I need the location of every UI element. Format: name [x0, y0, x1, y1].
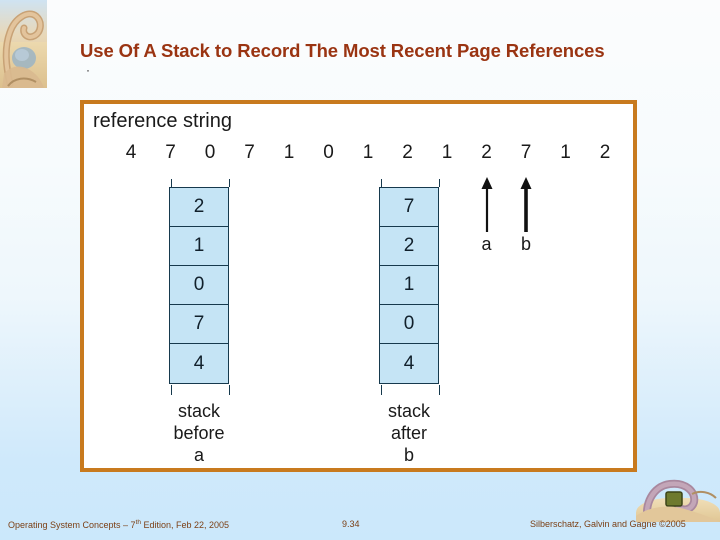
caption-line: stack — [387, 401, 430, 421]
stack-cell: 2 — [170, 188, 228, 227]
pointer-label-a: a — [481, 234, 492, 254]
page-title: Use Of A Stack to Record The Most Recent… — [80, 40, 605, 61]
reference-string-digit: 1 — [362, 142, 374, 163]
reference-string-digit: 0 — [204, 142, 216, 163]
stack-cell: 0 — [170, 266, 228, 305]
reference-string-digit: 0 — [323, 142, 334, 163]
stack-guide-line-top — [439, 179, 440, 187]
stack-guide-line-bottom — [171, 385, 172, 395]
caption-line: before — [173, 423, 225, 443]
stack-guide-line-top — [171, 179, 172, 187]
arrow-up-icon — [481, 177, 492, 232]
title-bullet-marker: · — [86, 63, 90, 77]
pointer-label-b: b — [520, 234, 531, 254]
stack-cell: 4 — [380, 344, 438, 383]
reference-string-digit: 7 — [244, 142, 255, 163]
stack-cell: 2 — [380, 227, 438, 266]
dinosaur-illustration-icon-2 — [636, 479, 720, 522]
stack-guide-line-bottom — [229, 385, 230, 395]
footer-edition-ordinal: th — [135, 519, 141, 526]
reference-string-digit: 7 — [520, 142, 532, 163]
reference-string-digit: 7 — [165, 142, 176, 163]
stack-cell: 4 — [170, 344, 228, 383]
stack-guide-line-bottom — [381, 385, 382, 395]
stack-cell: 1 — [380, 266, 438, 305]
reference-string-digit: 2 — [481, 142, 492, 163]
dinosaur-illustration-icon — [2, 10, 44, 88]
footer-page-number: 9.34 — [342, 519, 360, 529]
arrow-up-icon — [520, 177, 532, 232]
caption-line: stack — [177, 401, 220, 421]
reference-string-digit: 1 — [441, 142, 453, 163]
pointer-arrow-a: a — [481, 176, 493, 254]
stack-guide-line-top — [381, 179, 382, 187]
reference-string-digit: 1 — [283, 142, 295, 163]
stack-guide-line-bottom — [439, 385, 440, 395]
stack-cell: 0 — [380, 305, 438, 344]
caption-line: after — [390, 423, 428, 443]
dinosaur-logo-top-left — [0, 0, 47, 88]
footer-edition-prefix: Operating System Concepts – 7 — [8, 520, 136, 530]
caption-line: a — [193, 445, 204, 465]
stack-cell: 1 — [170, 227, 228, 266]
reference-string-digit: 4 — [125, 142, 137, 163]
dinosaur-logo-bottom-right — [636, 476, 720, 522]
reference-string-digit: 1 — [560, 142, 571, 163]
reference-string-label: reference string — [93, 110, 232, 132]
reference-string-digit: 2 — [402, 142, 413, 163]
stack-cell: 7 — [380, 188, 438, 227]
footer-edition-suffix: Edition, Feb 22, 2005 — [141, 520, 230, 530]
footer-copyright: Silberschatz, Galvin and Gagne ©2005 — [530, 519, 686, 529]
stack-cell: 7 — [170, 305, 228, 344]
caption-line: b — [403, 445, 414, 465]
footer-edition-text: Operating System Concepts – 7th Edition,… — [8, 519, 229, 530]
reference-string-digit: 2 — [599, 142, 611, 163]
pointer-arrow-b: b — [520, 176, 532, 254]
stack-guide-line-top — [229, 179, 230, 187]
